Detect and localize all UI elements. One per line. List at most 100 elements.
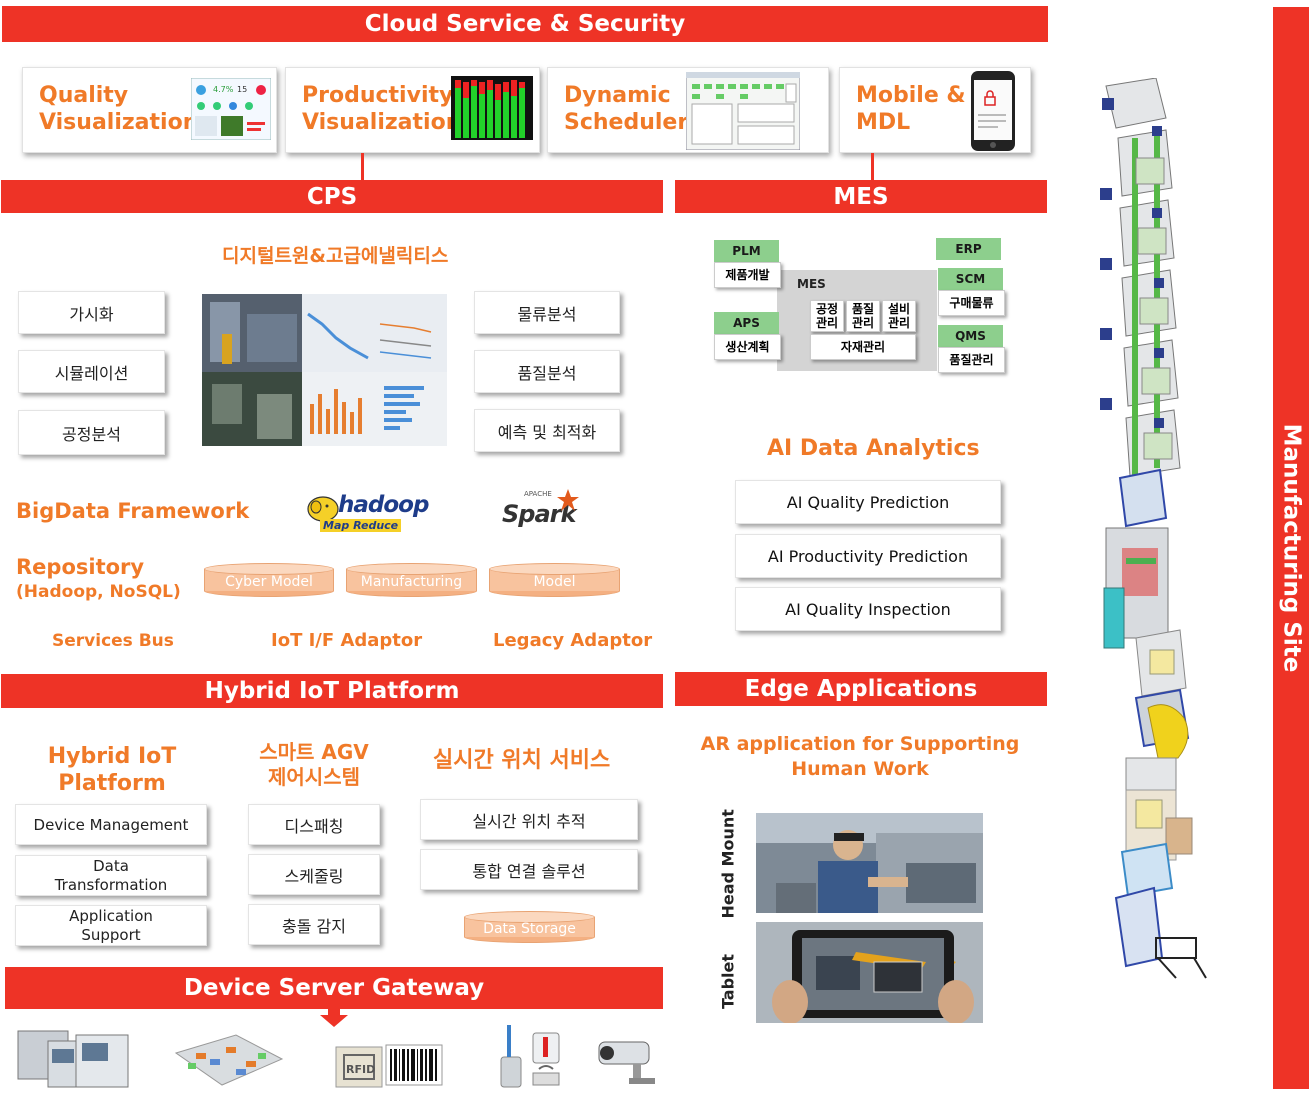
hybrid-iot-header: Hybrid IoT Platform [1, 674, 663, 708]
card-title: Quality Visualization [39, 83, 199, 135]
manufacturing-site-header: Manufacturing Site [1273, 7, 1309, 1089]
mes-core-label: MES [797, 277, 826, 291]
simulation-box: 시뮬레이션 [18, 350, 165, 393]
card-title: Mobile & MDL [856, 83, 966, 135]
phone-lock-icon [971, 71, 1015, 151]
material-box: 자재관리 [810, 334, 916, 360]
services-bus-label: Services Bus [52, 631, 174, 651]
machines-device-icon [17, 1030, 129, 1088]
bigdata-framework-label: BigData Framework [16, 499, 250, 523]
bar-chart-thumbnail-icon [451, 76, 533, 140]
dispatching-box: 디스패칭 [248, 804, 380, 845]
iot-adaptor-label: IoT I/F Adaptor [271, 630, 423, 651]
cloud-service-title: Cloud Service & Security [364, 11, 686, 37]
quality-visualization-card[interactable]: Quality Visualization 4.7% 15 [22, 67, 277, 153]
realtime-tracking-box: 실시간 위치 추적 [420, 799, 638, 840]
svg-text:4.7%: 4.7% [213, 85, 234, 94]
manufacturing-db-icon: Manufacturing [346, 563, 477, 597]
ar-app-subtitle: AR application for Supporting Human Work [700, 733, 1020, 780]
digital-twin-subtitle: 디지털트윈&고급에낼릭티스 [222, 245, 449, 267]
quality-sub-box: 품질 관리 [846, 300, 880, 332]
process-analysis-box: 공정분석 [18, 410, 165, 455]
aps-tag: APS [714, 312, 779, 334]
dynamic-scheduler-card[interactable]: Dynamic Scheduler [547, 67, 829, 153]
mes-title: MES [833, 183, 889, 210]
ai-analytics-title: AI Data Analytics [767, 436, 980, 461]
equipment-box: 설비 관리 [882, 300, 916, 332]
production-line-illustration-image [1100, 78, 1207, 979]
model-db-icon: Model [489, 563, 620, 597]
db-label: Manufacturing [360, 574, 463, 590]
head-mount-label: Head Mount [718, 809, 738, 919]
hybrid-col3-title: 실시간 위치 서비스 [433, 748, 611, 773]
db-label: Cyber Model [225, 574, 313, 590]
card-title: Productivity Visualization [302, 83, 462, 135]
cps-title: CPS [306, 183, 358, 210]
connector-line [871, 153, 874, 180]
device-gateway-title: Device Server Gateway [183, 975, 485, 1001]
svg-text:15: 15 [237, 85, 247, 94]
device-gateway-header: Device Server Gateway [5, 967, 663, 1009]
card-title: Dynamic Scheduler [564, 83, 689, 135]
application-support-box: Application Support [15, 905, 207, 946]
ai-quality-prediction-box: AI Quality Prediction [735, 480, 1001, 524]
db-label: Model [533, 574, 576, 590]
quality-analysis-box: 품질분석 [474, 350, 620, 393]
data-storage-db-icon: Data Storage [464, 911, 595, 943]
productivity-visualization-card[interactable]: Productivity Visualization [285, 67, 540, 153]
ai-quality-inspection-box: AI Quality Inspection [735, 587, 1001, 631]
hadoop-logo: hadoop Map Reduce [306, 492, 429, 534]
repository-label: Repository [16, 555, 145, 579]
prod-plan-box: 생산계획 [714, 334, 781, 360]
dashboard-thumbnail-icon: 4.7% 15 [191, 78, 271, 140]
ai-productivity-prediction-box: AI Productivity Prediction [735, 534, 1001, 578]
plm-tag: PLM [714, 240, 779, 262]
collision-detection-box: 충돌 감지 [248, 904, 380, 945]
sensors-icon [500, 1025, 560, 1088]
prediction-optimization-box: 예측 및 최적화 [474, 409, 620, 452]
spark-star-icon [557, 489, 579, 511]
cyber-model-db-icon: Cyber Model [204, 563, 334, 597]
process-mgmt-box: 공정 관리 [810, 300, 844, 332]
edge-apps-header: Edge Applications [675, 672, 1047, 706]
db-label: Data Storage [483, 921, 576, 937]
tablet-photo-image [756, 922, 983, 1023]
repository-sublabel: (Hadoop, NoSQL) [16, 582, 181, 602]
cctv-camera-icon [598, 1041, 655, 1084]
hadoop-elephant-icon [307, 496, 339, 522]
mes-header: MES [675, 180, 1047, 213]
spark-logo: APACHE Spark [500, 488, 584, 532]
product-dev-box: 제품개발 [714, 262, 781, 288]
integrated-connection-box: 통합 연결 솔루션 [420, 849, 638, 890]
data-transformation-box: Data Transformation [15, 855, 207, 896]
purchase-box: 구매물류 [938, 290, 1005, 316]
hybrid-col2-title: 스마트 AGV 제어시스템 [259, 740, 369, 789]
legacy-adaptor-label: Legacy Adaptor [493, 630, 653, 651]
hadoop-text: hadoop [338, 492, 429, 518]
connector-line [361, 153, 364, 180]
device-management-box: Device Management [15, 804, 207, 845]
mobile-mdl-card[interactable]: Mobile & MDL [839, 67, 1031, 153]
manufacturing-site-title: Manufacturing Site [1278, 423, 1304, 673]
hybrid-iot-title: Hybrid IoT Platform [204, 678, 460, 704]
logistics-analysis-box: 물류분석 [474, 291, 620, 334]
edge-apps-title: Edge Applications [744, 676, 978, 702]
scheduling-box: 스케줄링 [248, 854, 380, 895]
schedule-thumbnail-icon [686, 72, 800, 150]
quality-mgmt-box: 품질관리 [938, 347, 1005, 373]
head-mount-photo-image [756, 813, 983, 913]
svg-text:RFID: RFID [346, 1063, 375, 1076]
cloud-service-header: Cloud Service & Security [2, 6, 1048, 42]
visualization-box: 가시화 [18, 291, 165, 334]
scm-tag: SCM [938, 268, 1003, 290]
down-arrow-icon [320, 1009, 348, 1027]
qms-tag: QMS [938, 325, 1003, 347]
erp-tag: ERP [936, 238, 1001, 260]
mapreduce-text: Map Reduce [320, 519, 402, 532]
tablet-label: Tablet [718, 953, 738, 1010]
spark-apache-text: APACHE [524, 490, 552, 498]
digital-twin-screenshots-image [202, 294, 447, 446]
factory-layout-icon [174, 1034, 284, 1086]
rfid-barcode-icon: RFID [335, 1044, 443, 1088]
cps-header: CPS [1, 180, 663, 213]
